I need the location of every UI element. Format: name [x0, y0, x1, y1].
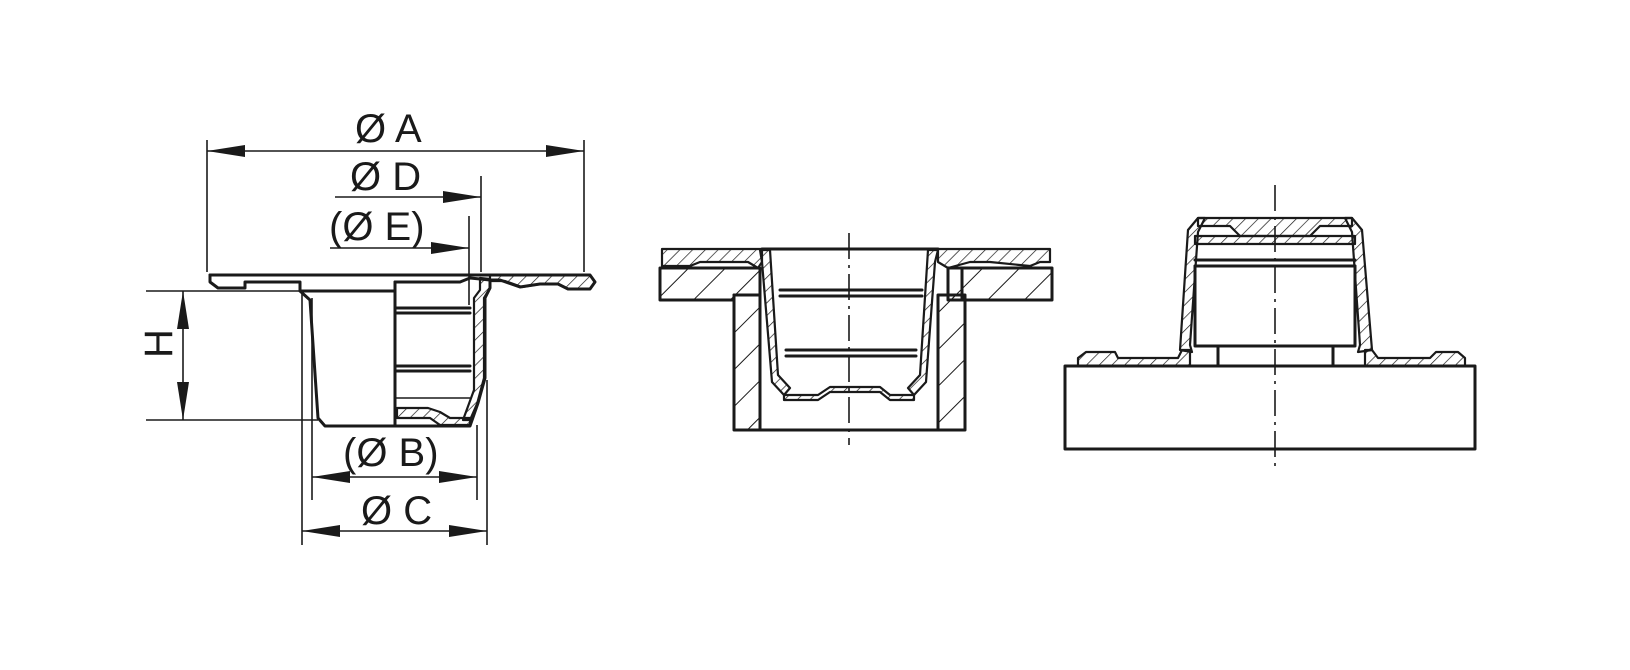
dimension-label-b: (Ø B) [343, 431, 439, 475]
dimension-label-e: (Ø E) [329, 205, 425, 249]
mounted-part-view [1063, 185, 1477, 470]
dimension-label-a: Ø A [355, 107, 422, 151]
collar-inner-right [946, 266, 964, 302]
flange-right [1363, 348, 1467, 368]
part-wall-left [758, 248, 792, 397]
base-block [1063, 364, 1477, 451]
dimension-label-h: H [137, 329, 181, 358]
panel-right [960, 266, 1054, 302]
flange-section-right [488, 273, 597, 291]
bottom-section [395, 406, 472, 427]
dimension-label-d: Ø D [350, 155, 421, 199]
part-flange-left [660, 247, 764, 270]
part-flange-right [936, 247, 1052, 270]
dimensioned-part-view: Ø A Ø D (Ø E) H (Ø B) Ø C [137, 107, 597, 545]
collar-left [732, 293, 762, 432]
installed-section-view [658, 233, 1054, 445]
flange-left [1076, 348, 1192, 368]
wall-section-right [461, 276, 492, 422]
part-wall-right [906, 248, 940, 397]
flange-outline [208, 273, 492, 428]
collar-right [936, 293, 967, 432]
part-bottom [782, 385, 916, 402]
dimension-label-c: Ø C [361, 489, 432, 533]
